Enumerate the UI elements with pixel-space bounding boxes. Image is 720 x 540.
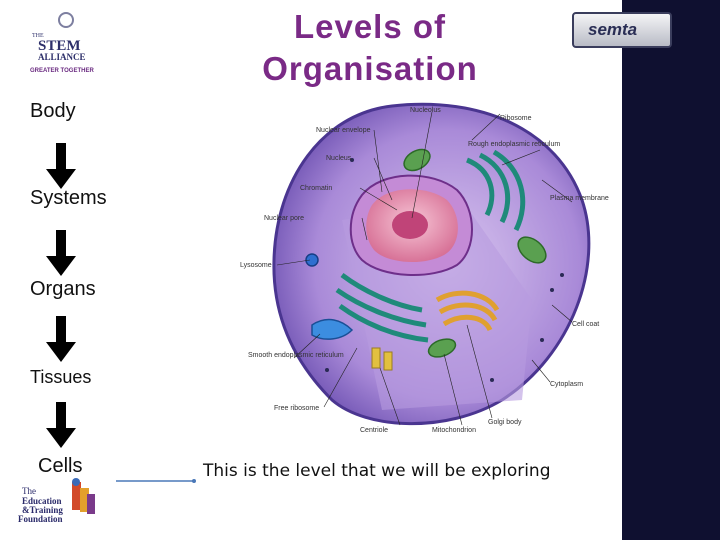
label-ribosome: Ribosome <box>500 115 532 122</box>
stem-logo-tagline: GREATER TOGETHER <box>30 68 94 74</box>
stem-logo-line2: STEM <box>38 38 81 54</box>
centriole <box>371 347 393 371</box>
label-lysosome: Lysosome <box>240 262 272 269</box>
etf-logo: The Education &Training Foundation <box>14 474 102 524</box>
etf-logo-line1: The <box>22 486 36 496</box>
animal-cell-diagram: Nucleolus Nuclear envelope Nucleus Chrom… <box>240 102 609 434</box>
smooth-er <box>311 318 354 340</box>
label-nuclear-envelope: Nuclear envelope <box>316 127 371 134</box>
etf-emblem-icon <box>72 478 95 514</box>
mitochondrion <box>427 338 457 358</box>
level-organs: Organs <box>30 278 96 300</box>
stem-logo-line1: THE <box>32 33 44 39</box>
exploring-caption: This is the level that we will be explor… <box>203 461 551 481</box>
nucleolus <box>392 211 428 239</box>
down-arrow-icon <box>46 230 76 276</box>
label-smooth-er: Smooth endoplasmic reticulum <box>248 352 344 359</box>
label-cytoplasm: Cytoplasm <box>550 381 583 388</box>
label-nucleus: Nucleus <box>326 155 352 162</box>
semta-logo: semta <box>572 12 672 48</box>
nucleus <box>349 174 473 277</box>
level-tissues: Tissues <box>30 367 92 387</box>
stem-alliance-logo: THE STEM ALLIANCE GREATER TOGETHER <box>30 12 94 74</box>
stem-emblem-icon <box>58 12 74 28</box>
etf-logo-line4: Foundation <box>18 514 63 524</box>
down-arrow-icon <box>46 143 76 189</box>
label-nuclear-pore: Nuclear pore <box>264 215 304 222</box>
level-body: Body <box>30 100 76 122</box>
label-mitochondrion: Mitochondrion <box>432 427 476 434</box>
label-chromatin: Chromatin <box>300 185 332 192</box>
down-arrow-icon <box>46 316 76 362</box>
label-free-ribosome: Free ribosome <box>274 405 319 412</box>
semta-logo-text: semta <box>588 20 638 39</box>
mitochondrion <box>517 236 547 264</box>
level-systems: Systems <box>30 187 107 209</box>
label-cell-coat: Cell coat <box>572 321 599 328</box>
label-golgi-body: Golgi body <box>488 419 522 426</box>
page-title: Levels of Organisation <box>262 8 478 87</box>
golgi-body <box>435 290 500 332</box>
label-centriole: Centriole <box>360 427 388 434</box>
down-arrow-icon <box>46 402 76 448</box>
lysosome <box>305 253 319 267</box>
level-cells: Cells <box>38 455 83 477</box>
etf-logo-line2: Education <box>22 496 62 506</box>
label-nucleolus: Nucleolus <box>410 107 441 114</box>
label-rough-er: Rough endoplasmic reticulum <box>468 141 560 148</box>
etf-logo-line3: &Training <box>22 505 63 515</box>
right-decorative-band <box>622 0 720 540</box>
label-plasma-membrane: Plasma membrane <box>550 195 609 202</box>
rough-er <box>335 149 526 343</box>
stem-logo-line3: ALLIANCE <box>38 52 86 62</box>
